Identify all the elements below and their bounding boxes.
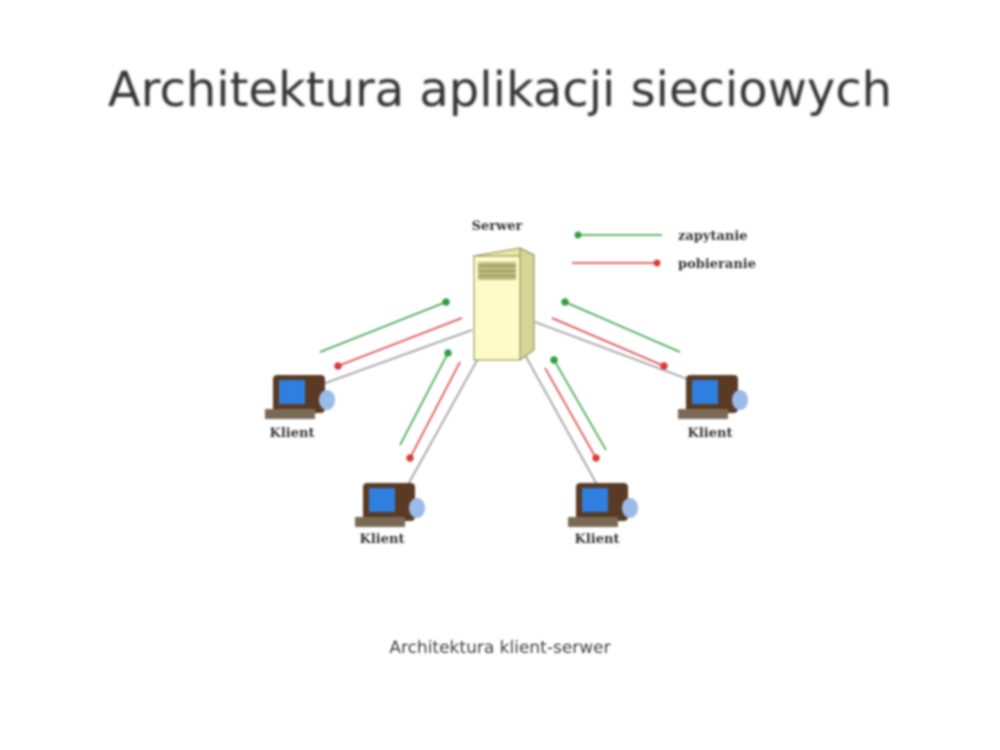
server-icon	[472, 247, 536, 361]
client-computer-icon	[265, 375, 335, 419]
request-arrows	[319, 298, 681, 451]
client-computer-icon	[355, 483, 425, 527]
server-label: Serwer	[472, 219, 523, 234]
connection-lines	[319, 321, 691, 491]
response-arrows	[334, 317, 668, 462]
diagram-caption: Architektura klient-serwer	[389, 638, 611, 658]
client-computer-icon	[568, 483, 638, 527]
client-label-bottom-right: Klient	[575, 532, 620, 547]
legend-request-label: zapytanie	[678, 229, 748, 244]
slide-title: Architektura aplikacji sieciowych	[107, 62, 893, 118]
legend-response-marker	[653, 259, 661, 267]
client-computer-icon	[678, 375, 748, 419]
legend-request-marker	[574, 231, 582, 239]
client-label-left: Klient	[270, 426, 315, 441]
client-label-right: Klient	[688, 426, 733, 441]
legend-response-label: pobieranie	[678, 257, 756, 272]
legend: zapytanie pobieranie	[572, 229, 756, 272]
client-label-bottom-left: Klient	[360, 532, 405, 547]
